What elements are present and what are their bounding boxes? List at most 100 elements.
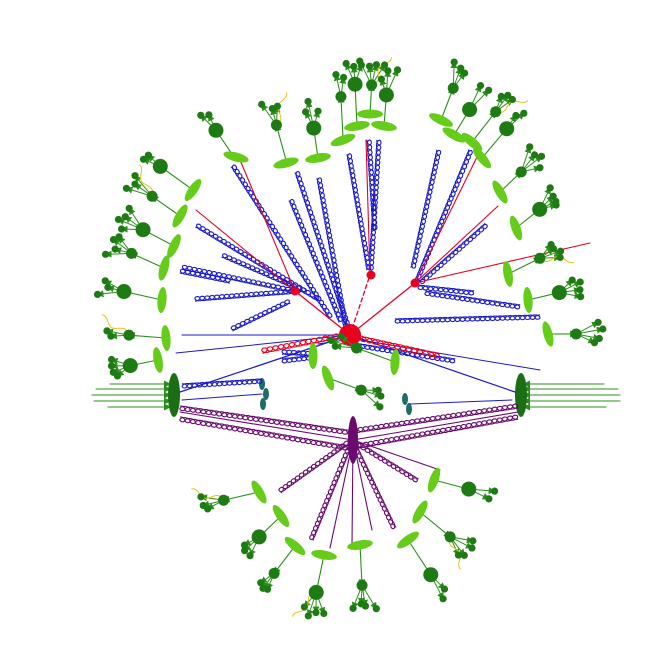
hadron-node [308, 584, 324, 600]
hadron-track [327, 377, 363, 392]
hadron-node [107, 362, 116, 370]
hadron-node [515, 166, 527, 178]
hadron-node [372, 61, 380, 69]
ue-gluon-coil [278, 437, 354, 494]
gluon-coil [181, 378, 263, 389]
ue-line [352, 439, 441, 471]
beam-remnant [402, 393, 408, 405]
hadron-node [268, 567, 280, 579]
cluster-ellipse [347, 540, 373, 550]
beam-remnant [263, 388, 269, 400]
hadron-node [536, 164, 544, 172]
hadron-node [376, 403, 384, 411]
cluster-ellipse [330, 133, 356, 147]
hadron-node [199, 501, 207, 510]
ue-gluon-coil [309, 438, 355, 541]
hadron-node [468, 544, 476, 552]
hadron-node [335, 91, 347, 103]
hadron-node [485, 86, 493, 94]
hadron-node [576, 278, 584, 286]
cluster-ellipse [311, 550, 337, 560]
hard-outgoing-line [349, 282, 416, 336]
hadron-node [131, 172, 139, 180]
hadron-node [342, 59, 350, 68]
cluster-ellipse [184, 179, 202, 201]
hadron-node [304, 97, 312, 106]
hadron-node [117, 225, 126, 233]
hadron-track [130, 252, 165, 269]
hadron-node [356, 579, 368, 591]
hadron-node [377, 392, 385, 400]
hadron-node [568, 276, 576, 284]
hadron-node [240, 541, 249, 549]
hadron-node [372, 605, 380, 613]
cluster-ellipse [272, 505, 290, 527]
cluster-ellipse [273, 157, 299, 169]
hadron-node [122, 358, 138, 374]
gluon-coil [281, 349, 316, 357]
hadron-node [599, 325, 607, 333]
cluster-ellipse [412, 500, 428, 524]
ue-gluon-coil [179, 416, 354, 452]
cluster-ellipse [251, 480, 267, 504]
hadron-node [577, 293, 585, 301]
hadron-node [530, 151, 539, 159]
hadron-node [447, 82, 459, 94]
hadron-node [139, 155, 148, 163]
hadron-track [151, 195, 181, 217]
hadron-node [259, 584, 267, 592]
hadron-node [551, 285, 567, 301]
hadron-node [116, 284, 132, 300]
decay-vertex [290, 286, 300, 296]
cluster-ellipse [390, 349, 400, 375]
hadron-track [355, 346, 396, 363]
ue-vertex [348, 416, 358, 464]
gluon-coil [230, 299, 291, 332]
gluon-coil [179, 268, 231, 284]
photon-line [371, 57, 393, 86]
cluster-ellipse [172, 204, 188, 228]
hadron-node [490, 106, 502, 118]
hadron-node [314, 107, 322, 115]
gluon-coil [394, 314, 541, 324]
hadron-node [460, 551, 468, 559]
hard-process-layer [179, 139, 591, 405]
hadron-node [312, 608, 320, 617]
beam-remnant [260, 398, 266, 410]
hadron-node [306, 120, 322, 136]
hadron-node [556, 253, 564, 262]
hadron-node [126, 247, 138, 259]
hadron-track [337, 95, 345, 139]
hadron-node [570, 328, 582, 340]
hadron-node [374, 386, 382, 394]
gluon-coil [359, 343, 456, 364]
hadron-node [347, 76, 363, 92]
hadron-node [111, 245, 119, 253]
hadron-node [135, 222, 151, 238]
hadron-node [454, 551, 463, 559]
cluster-ellipse [305, 153, 331, 163]
hadron-node [121, 213, 129, 221]
hadron-node [377, 75, 385, 83]
hadron-node [508, 95, 517, 104]
hadron-node [378, 87, 394, 103]
hadron-node [114, 215, 123, 224]
gluon-coil [410, 149, 442, 269]
hadron-node [380, 61, 389, 69]
hadron-node [302, 108, 310, 116]
cluster-ellipse [472, 147, 492, 169]
incoming-beams-layer [91, 373, 621, 417]
hadron-node [457, 64, 465, 72]
cluster-ellipse [503, 261, 513, 287]
hadron-node [576, 286, 584, 294]
hadron-node [339, 73, 348, 82]
hadron-track [440, 87, 455, 121]
hadron-node [109, 235, 118, 244]
hadron-node [107, 355, 116, 364]
hard-decay-line [365, 139, 371, 276]
hadron-node [246, 552, 254, 560]
incoming-parton [349, 334, 516, 393]
hadron-node [320, 609, 328, 618]
hadron-node [440, 585, 449, 593]
incoming-hadron-right [515, 373, 527, 417]
